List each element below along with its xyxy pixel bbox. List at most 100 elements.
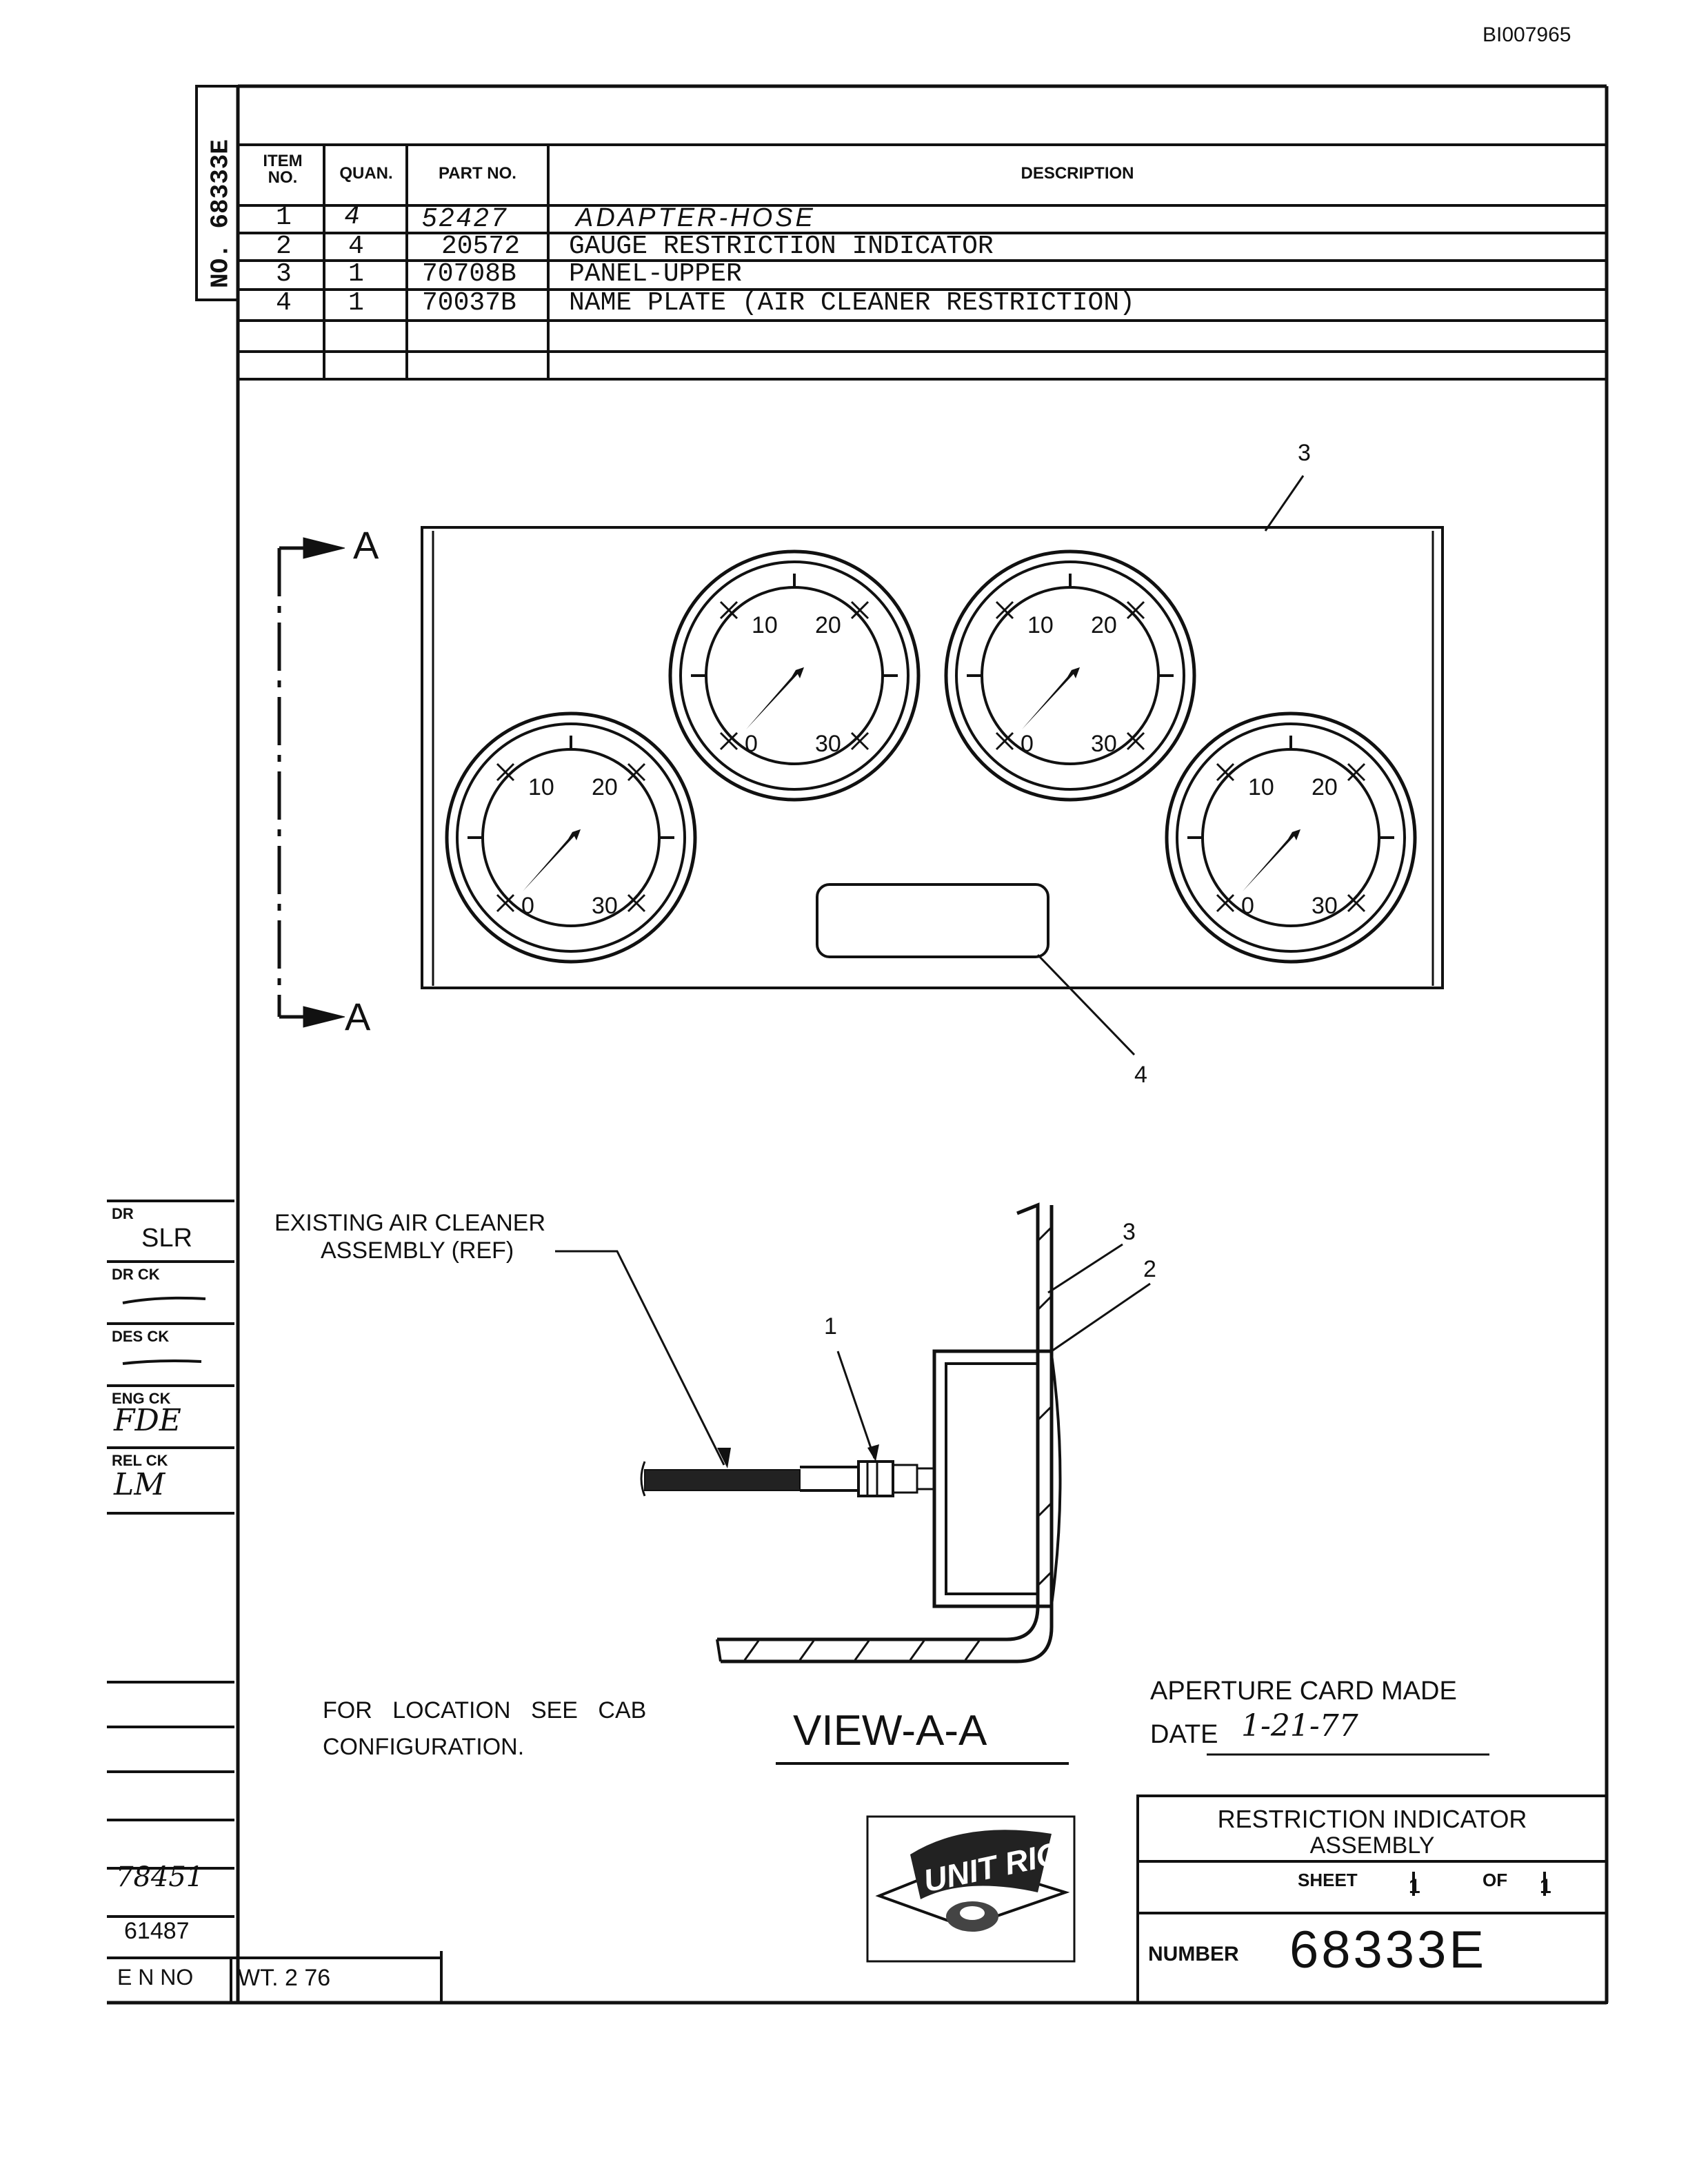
bom-qty: 1 <box>348 288 364 318</box>
gauge-needle-tip <box>796 667 804 678</box>
section-view <box>640 1202 1062 1664</box>
gauge-x-mark <box>627 762 646 782</box>
bom-qty: 1 <box>348 259 364 289</box>
gauge-needle <box>1022 667 1080 729</box>
of-number: 1 <box>1540 1875 1551 1898</box>
gauge-x-mark <box>1347 762 1366 782</box>
bom-header-item: ITEM NO. <box>263 152 303 187</box>
section-label-top: A <box>353 523 379 567</box>
gauge-face <box>679 560 910 791</box>
gauge-scale-label: 0 <box>521 893 534 919</box>
bom-qty: 4 <box>345 201 363 230</box>
bom-description: NAME PLATE (AIR CLEANER RESTRICTION) <box>569 288 1135 318</box>
gauge-needle-tip <box>1292 829 1300 840</box>
location-note-line2: CONFIGURATION. <box>323 1734 525 1760</box>
section-line-a-a <box>277 537 345 1028</box>
gauge-bezel <box>1165 711 1417 964</box>
bom-part: 70708B <box>422 259 516 289</box>
bom-item: 3 <box>276 259 292 289</box>
bom-part: 70037B <box>422 288 516 318</box>
gauge-needle-tip <box>572 829 581 840</box>
gauge-scale-label: 20 <box>592 774 618 800</box>
ref-label-line1: EXISTING AIR CLEANER <box>274 1210 545 1236</box>
signoff-label-dr: DR <box>112 1205 134 1222</box>
gauge-scale-label: 0 <box>745 731 758 757</box>
aperture-date-value: 1-21-77 <box>1241 1708 1358 1743</box>
gauge-needle <box>523 829 581 891</box>
bom-part: 20572 <box>441 232 521 261</box>
gauge-x-mark <box>1126 731 1145 751</box>
gauge-bezel <box>445 711 697 964</box>
gauge-x-mark <box>496 893 515 913</box>
gauge-scale-label: 20 <box>1091 612 1117 638</box>
section-label-bottom: A <box>345 995 371 1038</box>
signoff-label-des-ck: DES CK <box>112 1328 170 1345</box>
gauge-face <box>1176 722 1406 953</box>
bom-description: ADAPTER-HOSE <box>576 203 816 232</box>
gauge-scale-label: 10 <box>1027 612 1054 638</box>
gauge-scale-label: 0 <box>1021 731 1034 757</box>
signoff-value-dr: SLR <box>141 1224 192 1253</box>
title-block-frame <box>866 1794 1608 2004</box>
ref-label-line2: ASSEMBLY (REF) <box>321 1237 514 1264</box>
gauge-face <box>955 560 1185 791</box>
gauge-bezel <box>944 549 1196 802</box>
change-number-2: 61487 <box>124 1918 190 1944</box>
restriction-gauge: 10 20 0 30 <box>445 711 697 964</box>
gauge-needle <box>746 667 804 729</box>
bom-description: GAUGE RESTRICTION INDICATOR <box>569 232 994 261</box>
bom-item: 4 <box>276 288 292 318</box>
signoff-label-rel-ck: REL CK <box>112 1452 168 1469</box>
bom-qty: 4 <box>348 232 364 261</box>
bom-item: 2 <box>276 232 292 261</box>
bom-part: 52427 <box>422 203 509 232</box>
name-plate <box>816 883 1049 958</box>
title-line2: ASSEMBLY <box>1309 1832 1435 1859</box>
gauge-x-mark <box>850 600 870 620</box>
drawing-number: 68333E <box>1289 1921 1487 1979</box>
gauge-x-mark <box>995 600 1014 620</box>
gauge-bezel <box>668 549 921 802</box>
bom-header-description: DESCRIPTION <box>1021 164 1134 183</box>
number-label: NUMBER <box>1148 1943 1239 1965</box>
unit-rig-logo: UNIT RIG <box>875 1830 1070 1932</box>
aperture-date-label: DATE <box>1150 1720 1218 1749</box>
location-note-line1: FOR LOCATION SEE CAB <box>323 1697 647 1723</box>
gauge-face <box>456 722 686 953</box>
gauge-x-mark <box>719 600 738 620</box>
bom-description: PANEL-UPPER <box>569 259 742 289</box>
view-title: VIEW-A-A <box>793 1707 987 1755</box>
signoff-label-dr-ck: DR CK <box>112 1266 160 1283</box>
title-line1: RESTRICTION INDICATOR <box>1217 1805 1527 1833</box>
gauge-scale-label: 0 <box>1241 893 1254 919</box>
change-number-1: 78451 <box>116 1861 204 1893</box>
gauge-scale-label: 30 <box>815 731 841 757</box>
signoff-value-rel-ck: LM <box>114 1467 165 1502</box>
gauge-x-mark <box>719 731 738 751</box>
bom-header-part: PART NO. <box>439 164 516 183</box>
gauge-x-mark <box>1216 762 1235 782</box>
weight: WT. 2 76 <box>238 1965 331 1991</box>
side-drawing-number: NO. 68333E <box>206 139 235 289</box>
bom-item: 1 <box>276 203 292 232</box>
gauge-needle-tip <box>1072 667 1080 678</box>
gauge-x-mark <box>850 731 870 751</box>
gauge-scale-label: 30 <box>592 893 618 919</box>
callout-panel: 3 <box>1298 440 1311 466</box>
callout-section-gauge: 2 <box>1143 1256 1156 1282</box>
gauge-scale-label: 20 <box>1312 774 1338 800</box>
bom-grid <box>238 143 1607 381</box>
callout-nameplate: 4 <box>1134 1062 1147 1088</box>
gauge-scale-label: 10 <box>528 774 554 800</box>
callout-adapter: 1 <box>824 1313 837 1339</box>
aperture-label: APERTURE CARD MADE <box>1150 1677 1457 1706</box>
gauge-x-mark <box>1216 893 1235 913</box>
gauge-needle <box>1243 829 1300 891</box>
gauge-scale-label: 30 <box>1312 893 1338 919</box>
bom-header-qty: QUAN. <box>339 164 393 183</box>
callout-section-panel: 3 <box>1123 1219 1136 1245</box>
